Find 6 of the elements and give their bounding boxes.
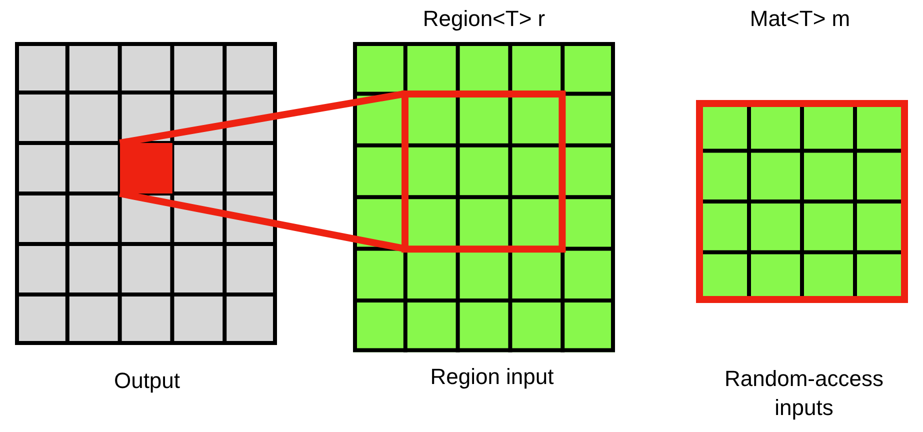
grid-heading: Region<T> r — [422, 5, 546, 33]
grid-heading: Mat<T> m — [748, 5, 852, 33]
grid-caption: Output — [112, 367, 182, 395]
grid-caption: Random-access inputs — [724, 365, 884, 422]
grid-caption: Region input — [429, 363, 555, 391]
projection-line — [119, 90, 406, 146]
